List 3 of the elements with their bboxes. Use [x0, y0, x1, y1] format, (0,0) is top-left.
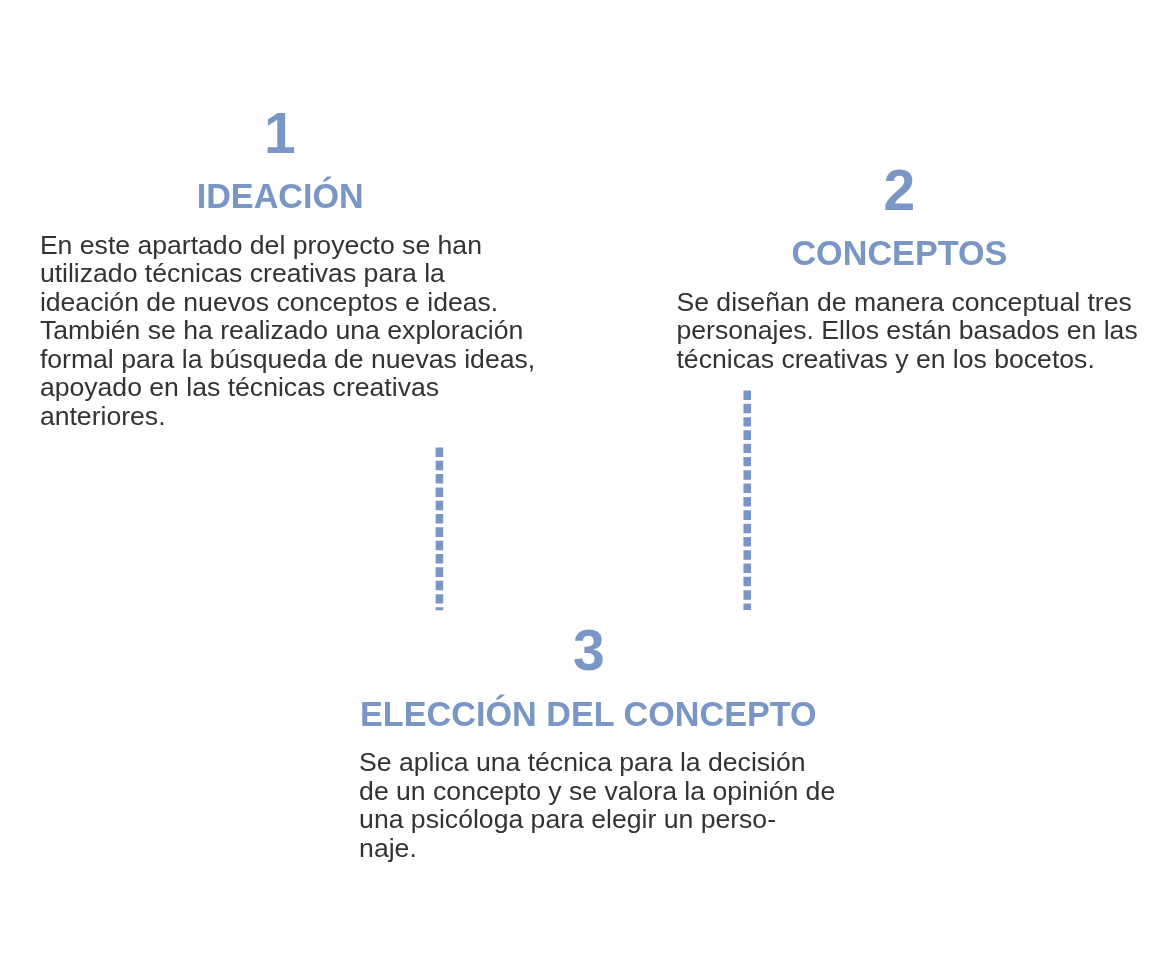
- node-text: 3 ELECCIÓN DEL CONCEPTO Se aplica una técnica para la decisión de un concepto y se valora la opinión de una psicóloga para elegir un perso- naje.: [359, 617, 836, 863]
- node-text: 1 IDEACIÓN En este apartado del proyecto se han utilizado técnicas creativas para la ideación de nuevos conceptos e ideas. También se ha realizado una exploración formal para la búsqueda de nuevas ideas, apoyado en las técnicas creativas anteriores.: [39, 100, 536, 431]
- node-text: 2 CONCEPTOS Se diseñan de manera conceptual tres personajes. Ellos están basados en las técnicas creativas y en los bocetos.: [676, 157, 1138, 374]
